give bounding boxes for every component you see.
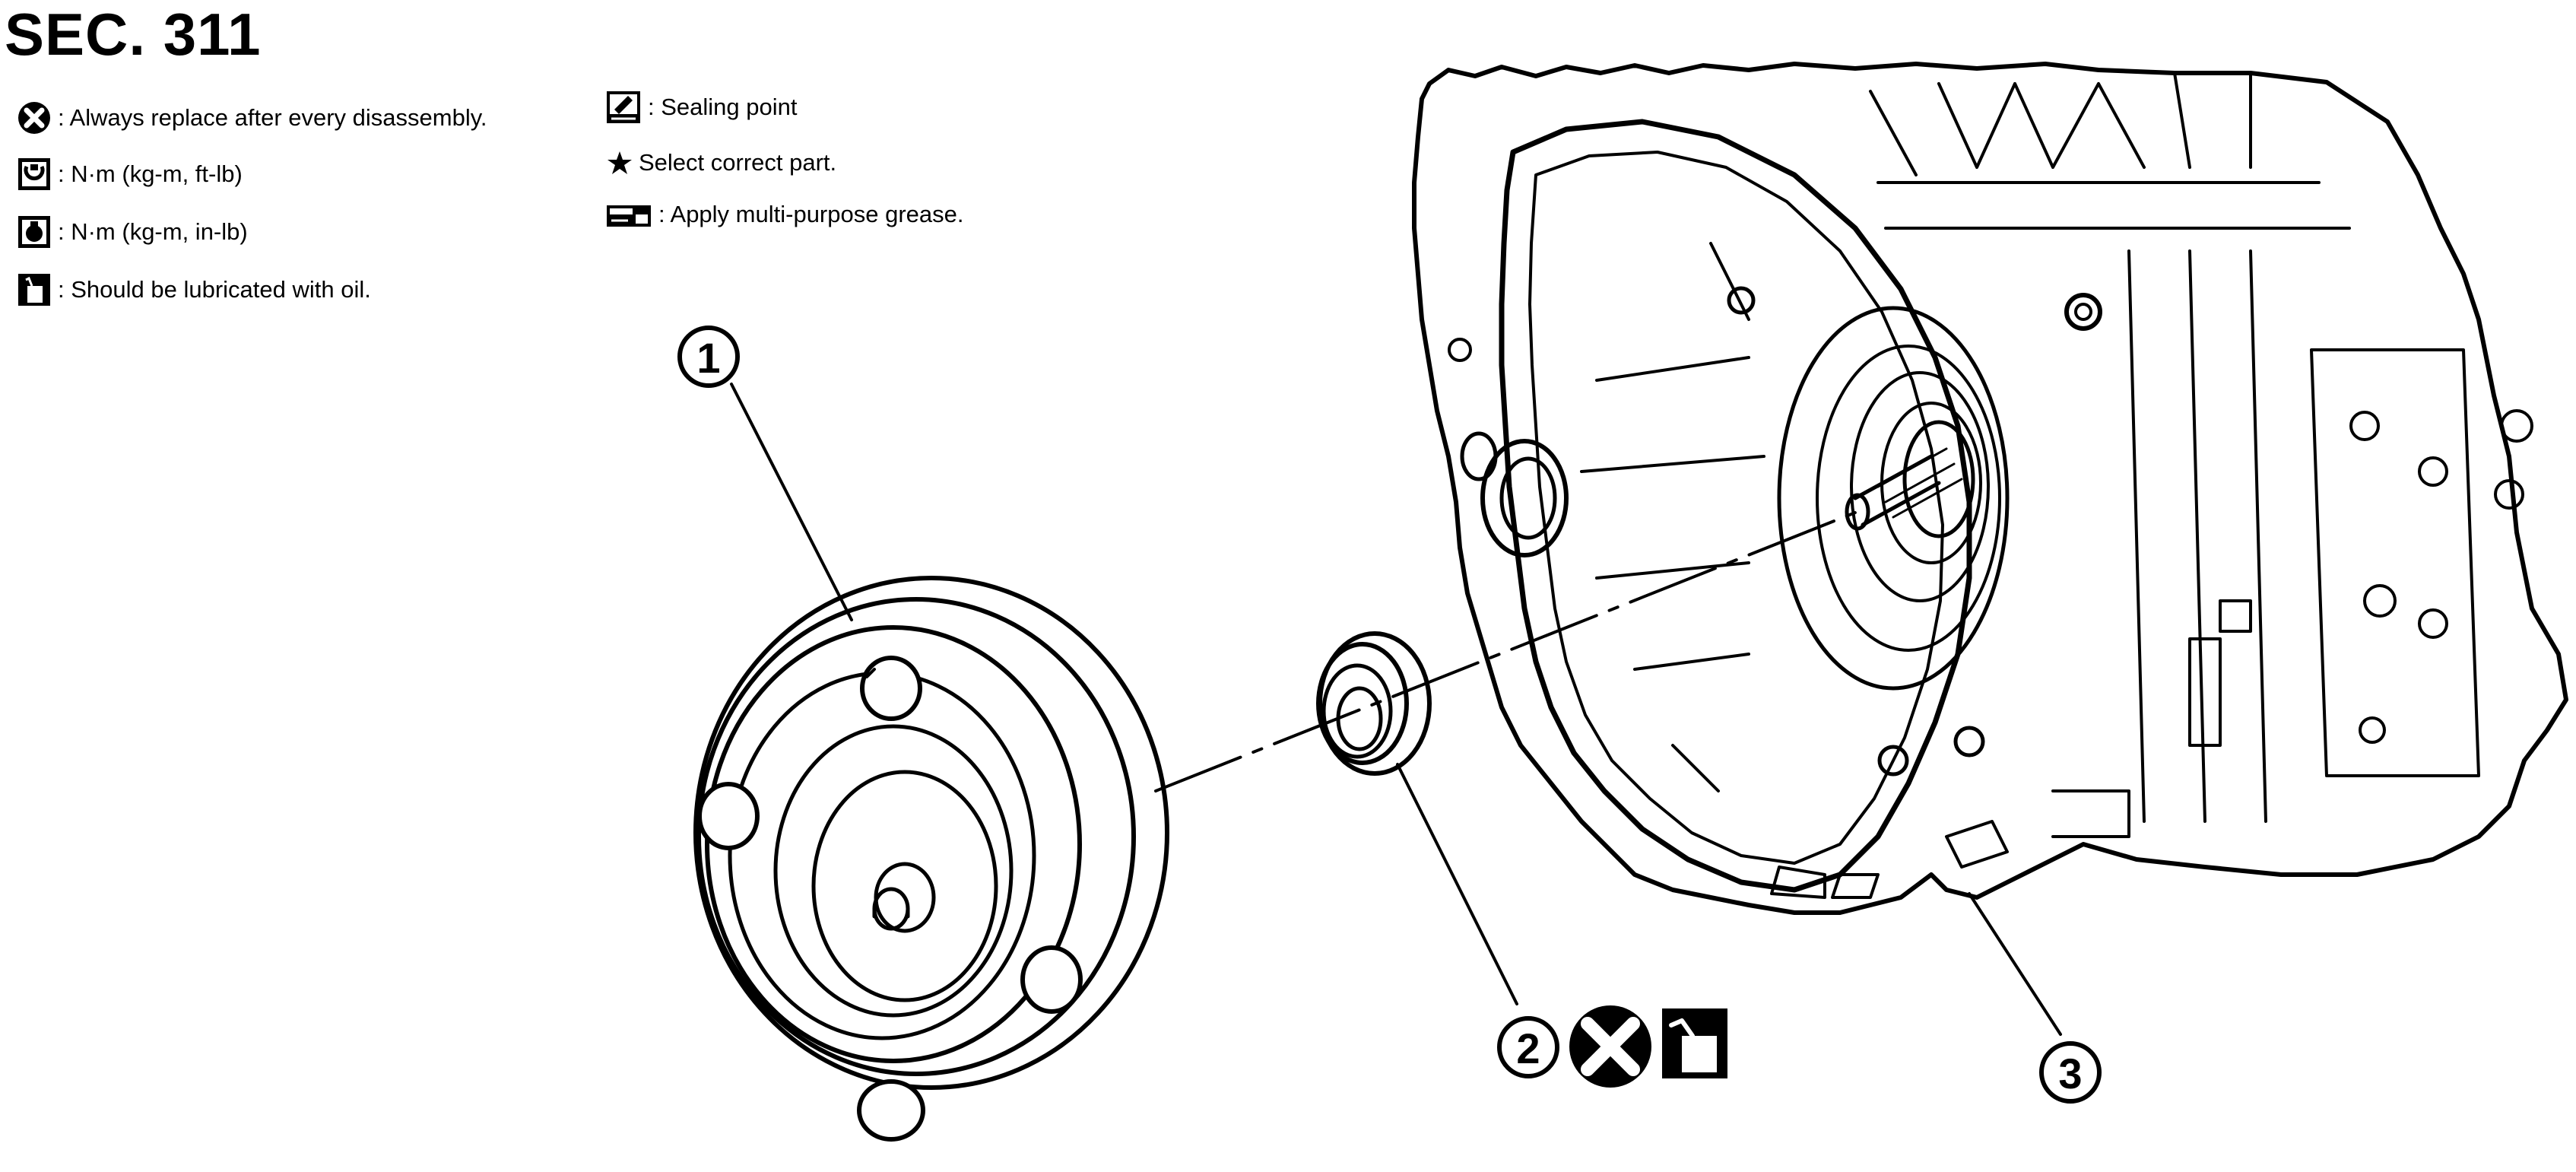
legend-text-replace: : Always replace after every disassembly… [58, 104, 487, 131]
torque-inlb-icon [18, 216, 50, 248]
callout-1: 1 [677, 326, 740, 388]
oil-can-icon [1662, 1008, 1727, 1078]
legend-item-select-part: Select correct part. [607, 149, 836, 176]
legend-text-torque-ftlb: : N·m (kg-m, ft-lb) [58, 160, 243, 187]
leader-line-1 [730, 383, 853, 621]
converter-lug [860, 656, 922, 721]
callout-1-number: 1 [696, 334, 720, 382]
legend-item-sealing: : Sealing point [605, 90, 797, 125]
legend-item-grease: : Apply multi-purpose grease. [605, 201, 964, 228]
converter-lug [1020, 945, 1083, 1014]
callout-3: 3 [2039, 1041, 2102, 1104]
callout-3-number: 3 [2058, 1050, 2082, 1097]
sealing-icon [607, 91, 640, 123]
legend-text-sealing: : Sealing point [648, 94, 798, 120]
replace-icon [18, 102, 50, 134]
grease-icon [607, 205, 651, 227]
converter-lug [857, 1079, 925, 1142]
leader-line-3 [1968, 892, 2062, 1036]
transaxle-case [1412, 62, 2568, 915]
converter-lug [697, 782, 760, 850]
legend-item-torque-ftlb: : N·m (kg-m, ft-lb) [17, 157, 243, 192]
legend-text-select-part: Select correct part. [639, 149, 837, 176]
callout-2-number: 2 [1516, 1024, 1540, 1072]
replace-icon [1569, 1005, 1651, 1088]
legend-item-torque-inlb: : N·m (kg-m, in-lb) [17, 214, 248, 249]
legend-text-torque-inlb: : N·m (kg-m, in-lb) [58, 218, 248, 245]
legend-text-grease: : Apply multi-purpose grease. [658, 201, 964, 227]
callout-2: 2 [1497, 1016, 1559, 1078]
star-icon [608, 151, 632, 174]
torque-ftlb-icon [18, 158, 50, 190]
torque-converter [693, 576, 1169, 1142]
section-title: SEC. 311 [5, 1, 262, 68]
oil-seal [1316, 631, 1432, 776]
legend-item-replace: : Always replace after every disassembly… [17, 100, 487, 135]
oil-can-icon [18, 274, 50, 306]
legend-text-oil: : Should be lubricated with oil. [58, 276, 371, 303]
legend-item-oil: : Should be lubricated with oil. [17, 272, 371, 307]
leader-line-2 [1396, 763, 1518, 1005]
center-line [1154, 508, 1864, 792]
